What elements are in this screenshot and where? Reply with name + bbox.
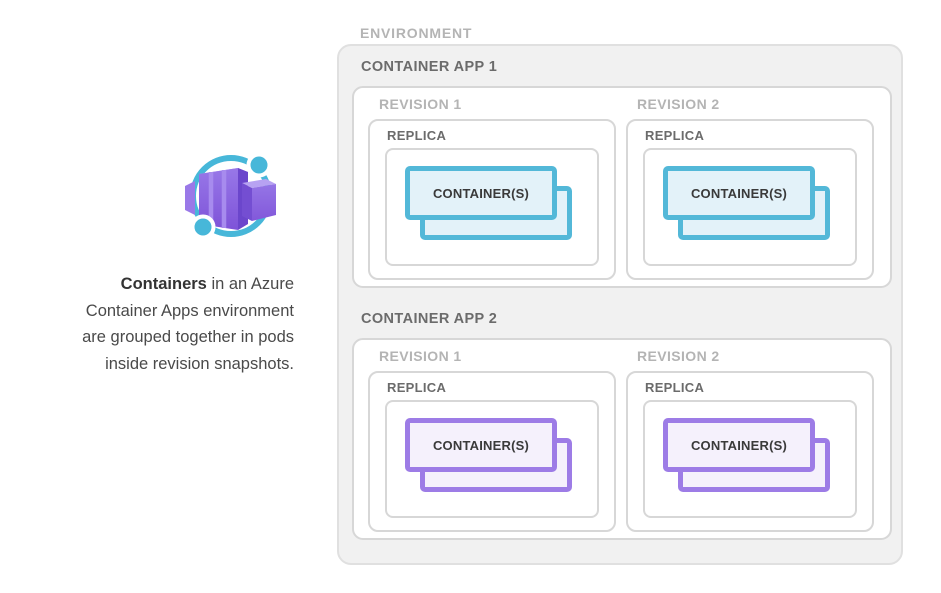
app1-revision-1-box: REPLICA CONTAINER(S) [368, 119, 616, 280]
azure-container-apps-icon [185, 152, 276, 240]
replica-label: REPLICA [387, 128, 447, 143]
app1-revision-1-label: REVISION 1 [379, 96, 462, 112]
app2-revision-1-label: REVISION 1 [379, 348, 462, 364]
container-box-front: CONTAINER(S) [663, 166, 815, 220]
replica-box: CONTAINER(S) [385, 400, 599, 518]
app2-revision-1-box: REPLICA CONTAINER(S) [368, 371, 616, 532]
container-label: CONTAINER(S) [432, 437, 530, 453]
app2-revision-2-box: REPLICA CONTAINER(S) [626, 371, 874, 532]
container-label: CONTAINER(S) [690, 437, 788, 453]
caption-line: Container Apps environment [85, 301, 294, 320]
environment-label: ENVIRONMENT [360, 25, 473, 41]
container-app-2-box: REVISION 1 REPLICA CONTAINER(S) REVISION… [352, 338, 892, 540]
container-label: CONTAINER(S) [432, 185, 530, 201]
orbit-dot-bottom [190, 214, 216, 240]
container-app-1-box: REVISION 1 REPLICA CONTAINER(S) REVISION… [352, 86, 892, 288]
environment-box: CONTAINER APP 1 REVISION 1 REPLICA CONTA… [337, 44, 903, 565]
orbit-dot-top [246, 152, 272, 178]
caption-line: inside revision snapshots. [105, 354, 294, 373]
replica-box: CONTAINER(S) [643, 400, 857, 518]
container-cubes [185, 168, 276, 230]
container-label: CONTAINER(S) [690, 185, 788, 201]
container-box-front: CONTAINER(S) [405, 418, 557, 472]
container-app-2-label: CONTAINER APP 2 [361, 311, 498, 327]
caption-line: are grouped together in pods [82, 328, 294, 346]
caption-text: in an Azure [206, 275, 294, 293]
replica-label: REPLICA [645, 128, 705, 143]
container-box-front: CONTAINER(S) [405, 166, 557, 220]
app1-revision-2-box: REPLICA CONTAINER(S) [626, 119, 874, 280]
caption: Containers in an Azure Container Apps en… [6, 271, 294, 377]
replica-label: REPLICA [645, 380, 705, 395]
caption-line: Containers in an Azure [6, 271, 294, 298]
replica-box: CONTAINER(S) [385, 148, 599, 266]
app1-revision-2-label: REVISION 2 [637, 96, 720, 112]
container-box-front: CONTAINER(S) [663, 418, 815, 472]
app2-revision-2-label: REVISION 2 [637, 348, 720, 364]
replica-box: CONTAINER(S) [643, 148, 857, 266]
replica-label: REPLICA [387, 380, 447, 395]
container-app-1-label: CONTAINER APP 1 [361, 59, 498, 75]
caption-bold: Containers [120, 275, 207, 293]
